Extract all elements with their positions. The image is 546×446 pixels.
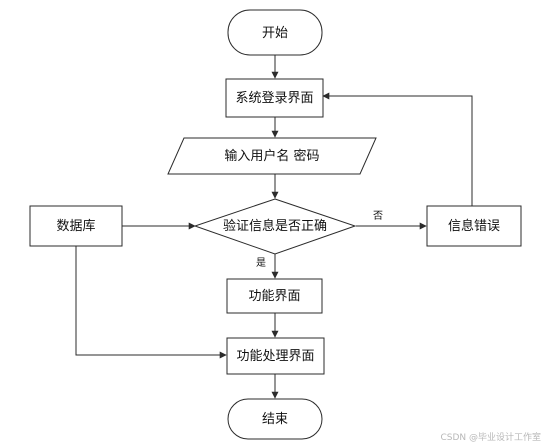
function-screen-label: 功能界面 — [248, 289, 300, 304]
watermark-text: CSDN @毕业设计工作室 — [440, 431, 541, 443]
end-label: 结束 — [262, 412, 288, 427]
error-label: 信息错误 — [448, 218, 500, 234]
end-node — [227, 398, 323, 440]
start-label: 开始 — [262, 26, 288, 41]
login-screen-node — [225, 78, 324, 118]
arrow-database-to-process — [75, 246, 227, 359]
function-process-label: 功能处理界面 — [236, 349, 314, 364]
function-screen-node — [226, 278, 323, 314]
function-process-node — [226, 337, 325, 375]
verify-decision-label: 验证信息是否正确 — [223, 218, 327, 234]
error-node — [426, 205, 522, 247]
database-node — [29, 205, 123, 247]
start-node — [227, 9, 323, 56]
verify-decision-node — [193, 198, 357, 255]
arrow-error-to-login — [322, 92, 473, 206]
input-credentials-label: 输入用户名 密码 — [224, 148, 319, 164]
no-branch-label: 否 — [373, 210, 383, 222]
login-screen-label: 系统登录界面 — [235, 91, 313, 106]
input-credentials-node — [167, 137, 377, 175]
yes-branch-label: 是 — [256, 257, 266, 269]
database-label: 数据库 — [56, 218, 95, 234]
